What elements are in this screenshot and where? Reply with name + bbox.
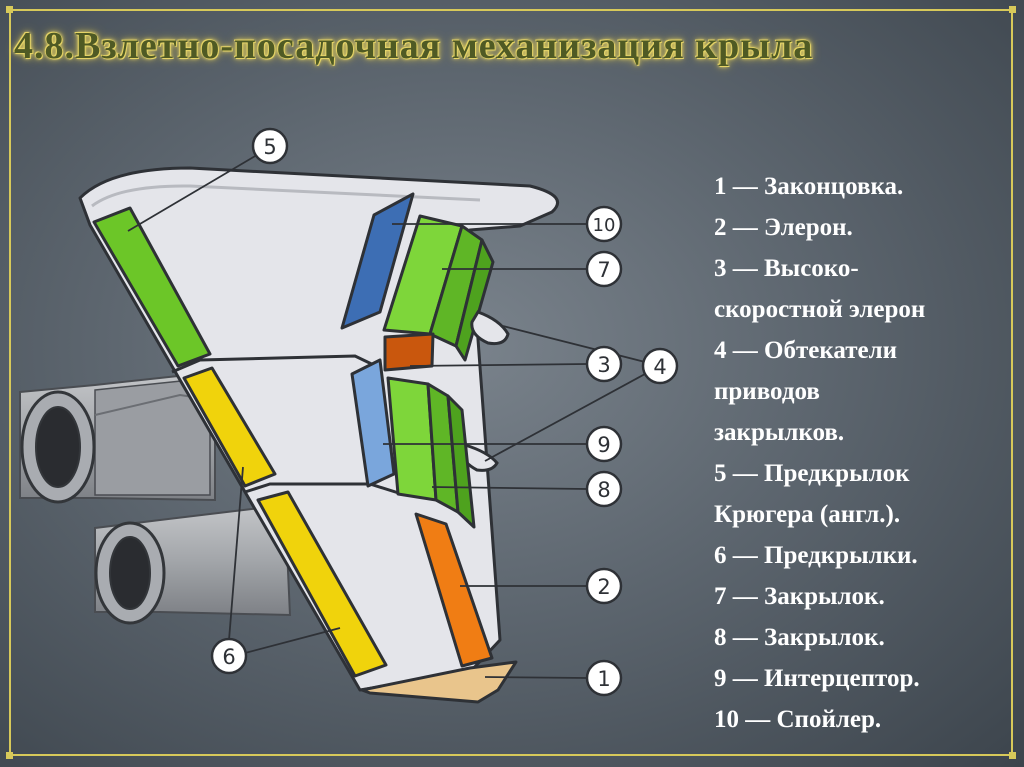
- callout-7: 7: [585, 250, 623, 288]
- callout-3-label: 3: [597, 353, 610, 377]
- leader-lines: [127, 151, 646, 679]
- slide-frame: [6, 6, 1016, 759]
- callout-9-label: 9: [597, 433, 610, 457]
- legend-list: 1 — Законцовка. 2 — Элерон. 3 — Высоко- …: [714, 166, 925, 740]
- callout-4-label: 4: [653, 355, 666, 379]
- wingtip: [360, 660, 518, 704]
- legend-line: скоростной элерон: [714, 296, 926, 323]
- flap-inboard-tab: [446, 394, 476, 529]
- slide-title: 4.8.Взлетно-посадочная механизация крыла: [14, 25, 814, 67]
- wing-leading-edge-shadow: [91, 184, 481, 208]
- aileron: [414, 512, 494, 668]
- legend-line: 7 — Закрылок.: [714, 583, 885, 610]
- callout-8: 8: [585, 470, 623, 508]
- callout-2: 2: [585, 567, 623, 605]
- spoiler: [340, 192, 415, 330]
- legend-line: закрылков.: [714, 419, 845, 446]
- frame-corner: [1009, 6, 1016, 13]
- legend-line: 9 — Интерцептор.: [714, 665, 920, 692]
- callout-6: 6: [210, 637, 248, 675]
- flap-track-fairing-upper: [470, 310, 510, 346]
- callout-8-label: 8: [597, 478, 610, 502]
- slat-inner: [182, 366, 277, 488]
- callout-1-label: 1: [597, 667, 610, 691]
- legend-line: 4 — Обтекатели: [714, 337, 898, 364]
- wing-panel-seam: [244, 482, 406, 497]
- frame-corner: [1009, 752, 1016, 759]
- high-speed-aileron: [383, 332, 435, 372]
- legend-line: 8 — Закрылок.: [714, 624, 885, 651]
- legend-line: Крюгера (англ.).: [714, 501, 901, 528]
- callout-5: 5: [251, 127, 289, 165]
- legend-line: 10 — Спойлер.: [714, 706, 882, 733]
- callout-2-label: 2: [597, 575, 610, 599]
- krueger-flap: [92, 206, 212, 368]
- slat-outer: [256, 490, 388, 678]
- callout-3: 3: [585, 345, 623, 383]
- callout-6-label: 6: [222, 645, 235, 669]
- callout-1: 1: [585, 659, 623, 697]
- engine-inner: [19, 370, 216, 504]
- callout-10-label: 10: [593, 215, 616, 236]
- callout-7-label: 7: [597, 258, 610, 282]
- legend-line: 2 — Элерон.: [714, 214, 853, 241]
- frame-corner: [6, 752, 13, 759]
- legend-line: 5 — Предкрылок: [714, 460, 910, 487]
- flap-outboard-tab: [454, 238, 495, 362]
- legend-line: 6 — Предкрылки.: [714, 542, 918, 569]
- engine-outer: [94, 503, 292, 625]
- interceptor: [350, 358, 396, 488]
- callout-10: 10: [585, 205, 623, 243]
- callout-4: 4: [641, 347, 679, 385]
- callout-5-label: 5: [263, 135, 276, 159]
- callout-9: 9: [585, 425, 623, 463]
- legend-line: приводов: [714, 378, 820, 405]
- legend-line: 3 — Высоко-: [714, 255, 859, 282]
- wing-panel-seam: [171, 354, 381, 374]
- legend-line: 1 — Законцовка.: [714, 173, 904, 200]
- frame-corner: [6, 6, 13, 13]
